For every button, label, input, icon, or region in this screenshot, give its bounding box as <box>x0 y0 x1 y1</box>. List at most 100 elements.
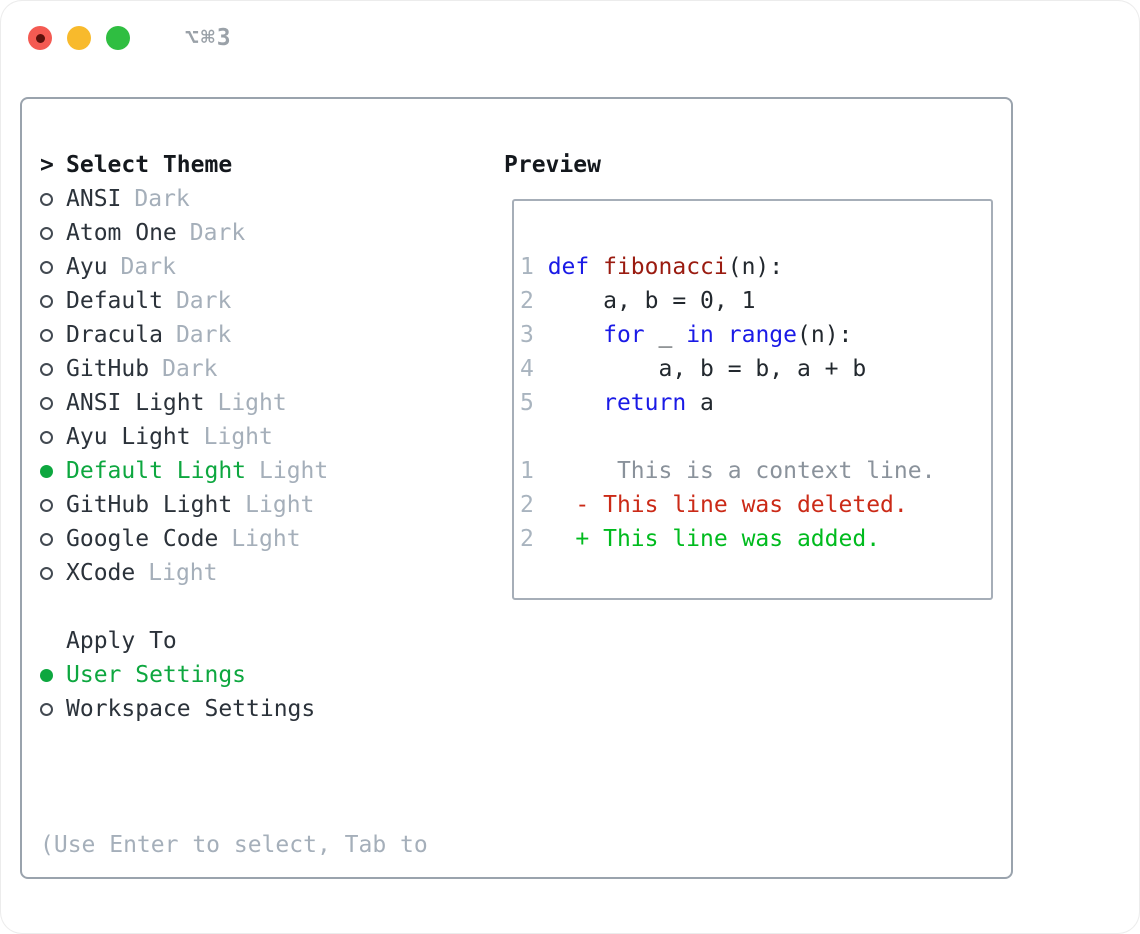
apply-option-label: Workspace Settings <box>66 696 316 722</box>
theme-option-github-light[interactable]: GitHub Light Light <box>40 488 480 522</box>
radio-unselected-icon <box>40 396 66 410</box>
theme-name: GitHub Light <box>66 492 233 518</box>
radio-selected-icon <box>40 464 66 478</box>
close-button[interactable] <box>28 26 52 50</box>
theme-variant-tag: Dark <box>134 186 190 212</box>
code-token-pl: _ <box>644 322 687 348</box>
preview-code-line: 1 This is a context line. <box>520 454 991 488</box>
line-number: 2 <box>520 492 548 518</box>
radio-unselected-icon <box>40 294 66 308</box>
theme-variant-tag: Dark <box>175 288 232 314</box>
code-token-pl: a, b = b, a + b <box>547 356 867 382</box>
theme-variant-tag: Dark <box>120 254 176 280</box>
theme-variant-tag: Dark <box>175 322 232 348</box>
preview-code-line: 4 a, b = b, a + b <box>520 352 991 386</box>
radio-unselected-icon <box>40 532 66 546</box>
preview-code-line: 1 def fibonacci(n): <box>520 250 991 284</box>
theme-variant-tag: Light <box>245 492 315 518</box>
theme-variant-tag: Light <box>259 458 329 484</box>
theme-name: Default Light <box>66 458 247 484</box>
preview-title: Preview <box>504 152 601 178</box>
theme-option-ansi[interactable]: ANSI Dark <box>40 182 480 216</box>
code-token-pl: (n): <box>797 322 853 348</box>
theme-name: Google Code <box>66 526 219 552</box>
preview-code-line: 3 for _ in range(n): <box>520 318 991 352</box>
code-token-kw: def <box>547 254 590 280</box>
line-number: 2 <box>520 288 548 314</box>
radio-selected-icon <box>40 668 66 682</box>
code-token-pl: a, b = 0, 1 <box>547 288 756 314</box>
titlebar: ⌥⌘3 <box>28 25 233 51</box>
window-title: ⌥⌘3 <box>185 25 233 51</box>
code-token-pl <box>548 390 603 416</box>
theme-variant-tag: Dark <box>189 220 246 246</box>
radio-unselected-icon <box>40 362 66 376</box>
keyboard-hint: (Use Enter to select, Tab to change focu… <box>40 760 480 934</box>
theme-option-default[interactable]: Default Dark <box>40 284 480 318</box>
apply-option-label: User Settings <box>66 662 247 688</box>
apply-option-user-settings[interactable]: User Settings <box>40 658 480 692</box>
theme-option-atom-one[interactable]: Atom One Dark <box>40 216 480 250</box>
theme-option-ayu[interactable]: Ayu Dark <box>40 250 480 284</box>
minimize-button[interactable] <box>67 26 91 50</box>
code-token-add: + This line was added. <box>547 526 881 552</box>
radio-unselected-icon <box>40 430 66 444</box>
apply-option-workspace-settings[interactable]: Workspace Settings <box>40 692 480 726</box>
radio-unselected-icon <box>40 328 66 342</box>
radio-unselected-icon <box>40 226 66 240</box>
line-number: 1 <box>520 254 548 280</box>
radio-unselected-icon <box>40 566 66 580</box>
theme-option-xcode[interactable]: XCode Light <box>40 556 480 590</box>
theme-variant-tag: Light <box>217 390 287 416</box>
theme-variant-tag: Light <box>148 560 218 586</box>
radio-unselected-icon <box>40 498 66 512</box>
selection-caret-icon: > <box>40 152 54 178</box>
line-number: 2 <box>520 526 548 552</box>
theme-name: Default <box>66 288 163 314</box>
preview-column: Preview 1 def fibonacci(n):2 a, b = 0, 1… <box>504 148 993 600</box>
radio-unselected-icon <box>40 260 66 274</box>
code-token-kw: range <box>727 322 797 348</box>
apply-to-header: Apply To <box>66 628 177 654</box>
theme-option-default-light[interactable]: Default Light Light <box>40 454 480 488</box>
theme-option-google-code[interactable]: Google Code Light <box>40 522 480 556</box>
code-token-fn: fibonacci <box>603 254 728 280</box>
select-theme-header: Select Theme <box>66 152 233 178</box>
theme-option-ayu-light[interactable]: Ayu Light Light <box>40 420 480 454</box>
line-number: 1 <box>520 458 548 484</box>
preview-code-line: 2 - This line was deleted. <box>520 488 991 522</box>
theme-variant-tag: Light <box>231 526 301 552</box>
theme-name: XCode <box>66 560 136 586</box>
theme-name: GitHub <box>66 356 150 382</box>
theme-name: Atom One <box>66 220 177 246</box>
select-theme-header-row: > Select Theme <box>40 148 480 182</box>
code-token-del: - This line was deleted. <box>547 492 908 518</box>
code-token-pl <box>714 322 728 348</box>
code-token-pl: (n): <box>727 254 784 280</box>
preview-code-line: 5 return a <box>520 386 991 420</box>
line-number: 4 <box>520 356 548 382</box>
hint-line-2: change focus) <box>40 930 480 934</box>
preview-code-line: 2 a, b = 0, 1 <box>520 284 991 318</box>
code-token-pl <box>548 322 603 348</box>
radio-unselected-icon <box>40 702 66 716</box>
code-token-kw: for <box>603 322 645 348</box>
line-number: 5 <box>520 390 548 416</box>
code-token-pl: a <box>686 390 714 416</box>
line-number: 3 <box>520 322 548 348</box>
theme-name: Ayu <box>66 254 108 280</box>
theme-name: ANSI <box>66 186 122 212</box>
zoom-button[interactable] <box>106 26 130 50</box>
code-token-kw: in <box>686 322 714 348</box>
theme-variant-tag: Light <box>203 424 273 450</box>
code-token-pl <box>589 254 603 280</box>
theme-name: Ayu Light <box>66 424 191 450</box>
preview-blank-line <box>520 420 991 454</box>
